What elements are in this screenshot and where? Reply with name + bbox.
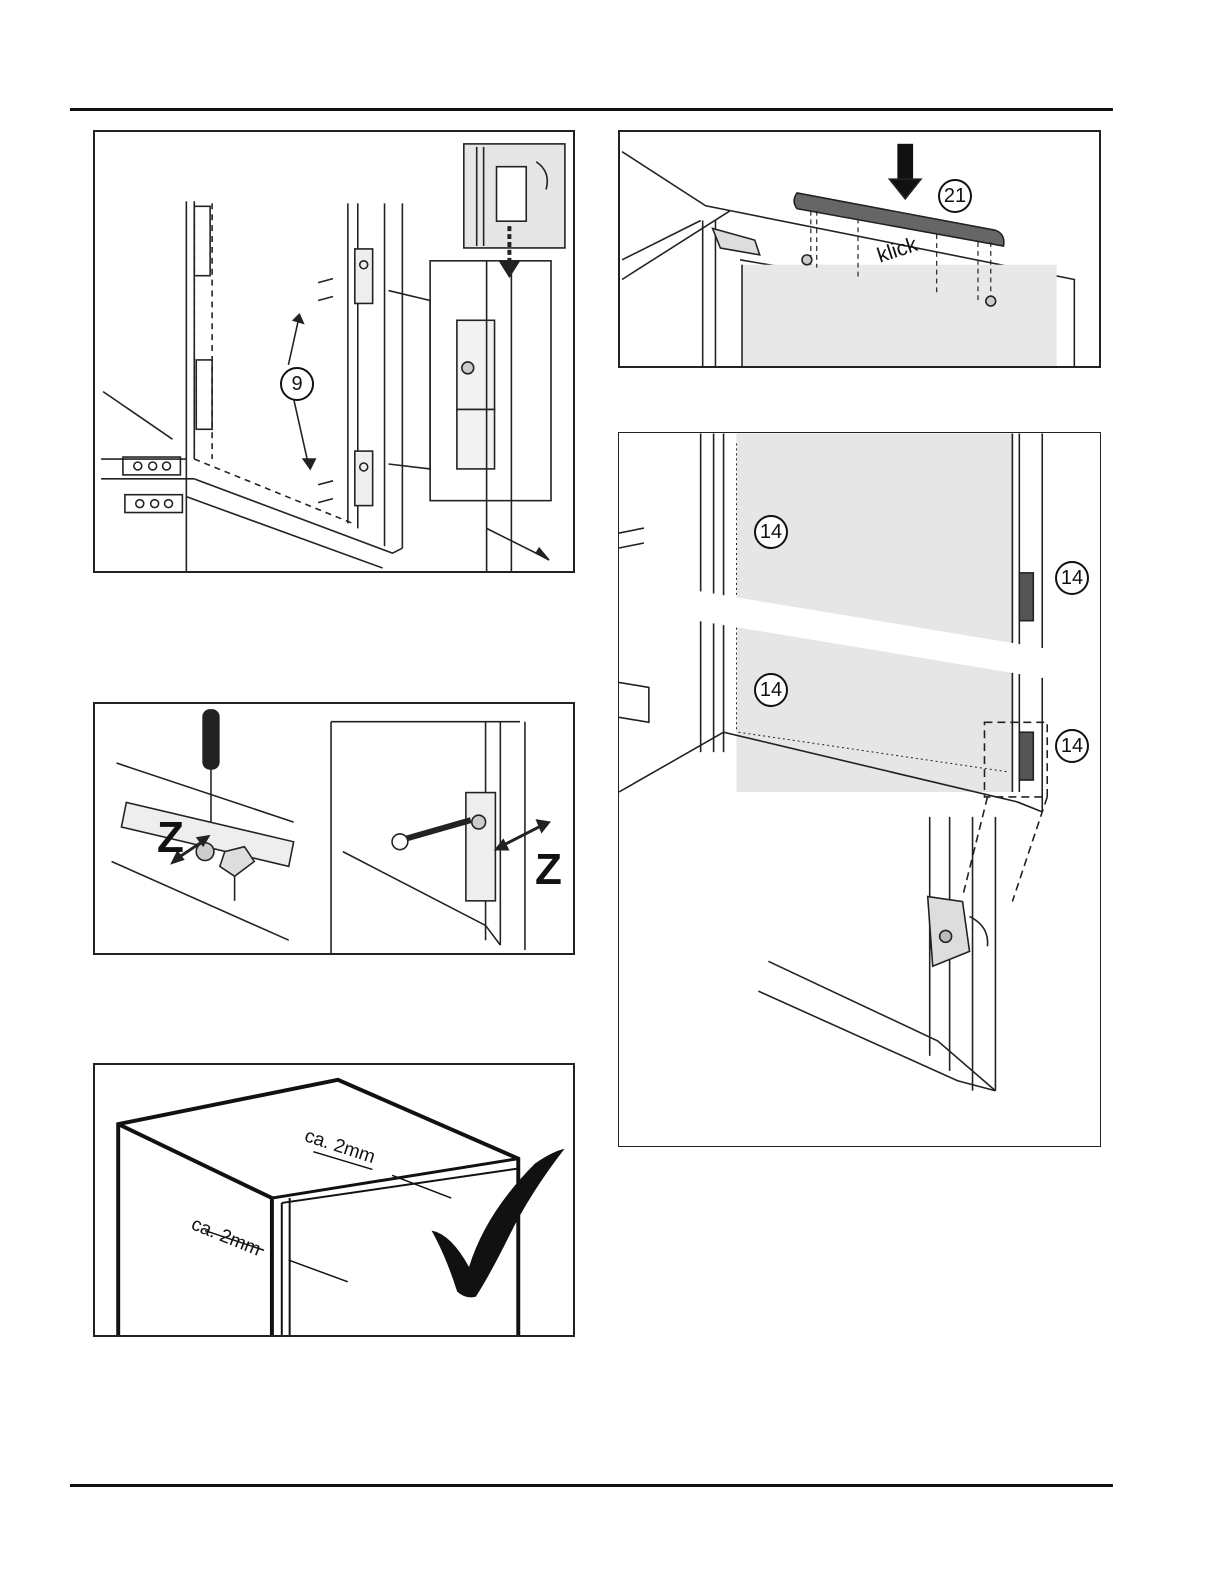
callout-14-top-right: 14 — [1055, 561, 1089, 595]
hinge-mounting-illustration — [95, 132, 573, 571]
callout-21: 21 — [938, 179, 972, 213]
figure-gap-check: ca. 2mm ca. 2mm — [93, 1063, 575, 1337]
callout-9: 9 — [280, 367, 314, 401]
adjust-z-label-left: Z — [157, 816, 184, 860]
figure-top-cover: 21 klick — [618, 130, 1101, 368]
callout-14-top-left: 14 — [754, 515, 788, 549]
door-clips-illustration — [619, 433, 1100, 1146]
header-rule — [70, 108, 1113, 111]
callout-14-bottom-left: 14 — [754, 673, 788, 707]
figure-door-clips: 14 14 14 14 — [618, 432, 1101, 1147]
figure-hinge-mounting: 9 — [93, 130, 575, 573]
gap-check-illustration — [95, 1065, 573, 1335]
adjust-z-label-right: Z — [535, 848, 562, 892]
footer-rule — [70, 1484, 1113, 1487]
figure-adjustment-z: Z Z — [93, 702, 575, 955]
arrow-down-icon — [897, 144, 913, 181]
top-cover-illustration — [620, 132, 1099, 366]
callout-14-bottom-right: 14 — [1055, 729, 1089, 763]
